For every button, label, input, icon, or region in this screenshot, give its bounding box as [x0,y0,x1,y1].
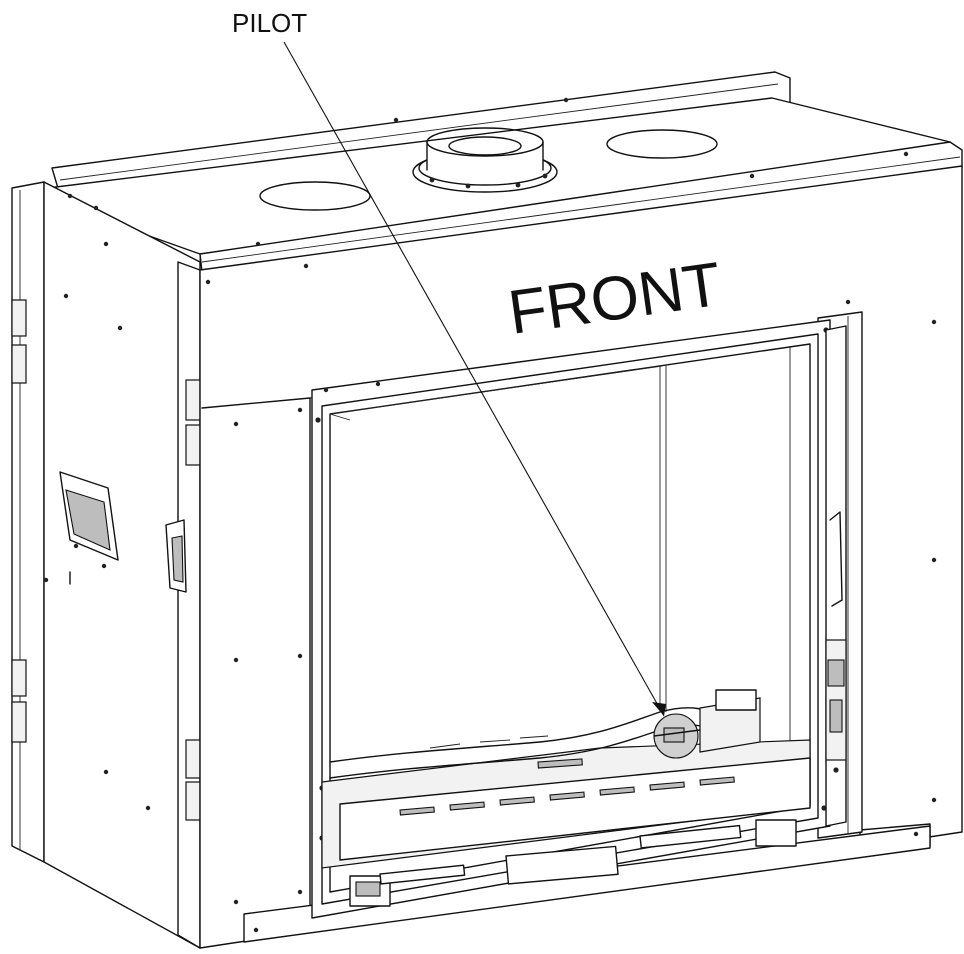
pilot-label: PILOT [232,8,307,38]
left-handle [59,471,119,561]
right-handle [165,519,187,593]
vent-opening-right [606,129,718,159]
valve-compartment [825,325,847,827]
pilot-arrowhead [652,702,666,716]
flue-collar [412,127,558,193]
lower-controls [349,819,797,907]
pilot-assembly [653,689,761,759]
firebox [311,319,831,919]
left-side [11,181,201,949]
burner-slots [399,758,735,816]
top-panel [47,71,963,273]
pilot-leader-line [283,41,665,717]
vent-opening-left [259,181,371,211]
